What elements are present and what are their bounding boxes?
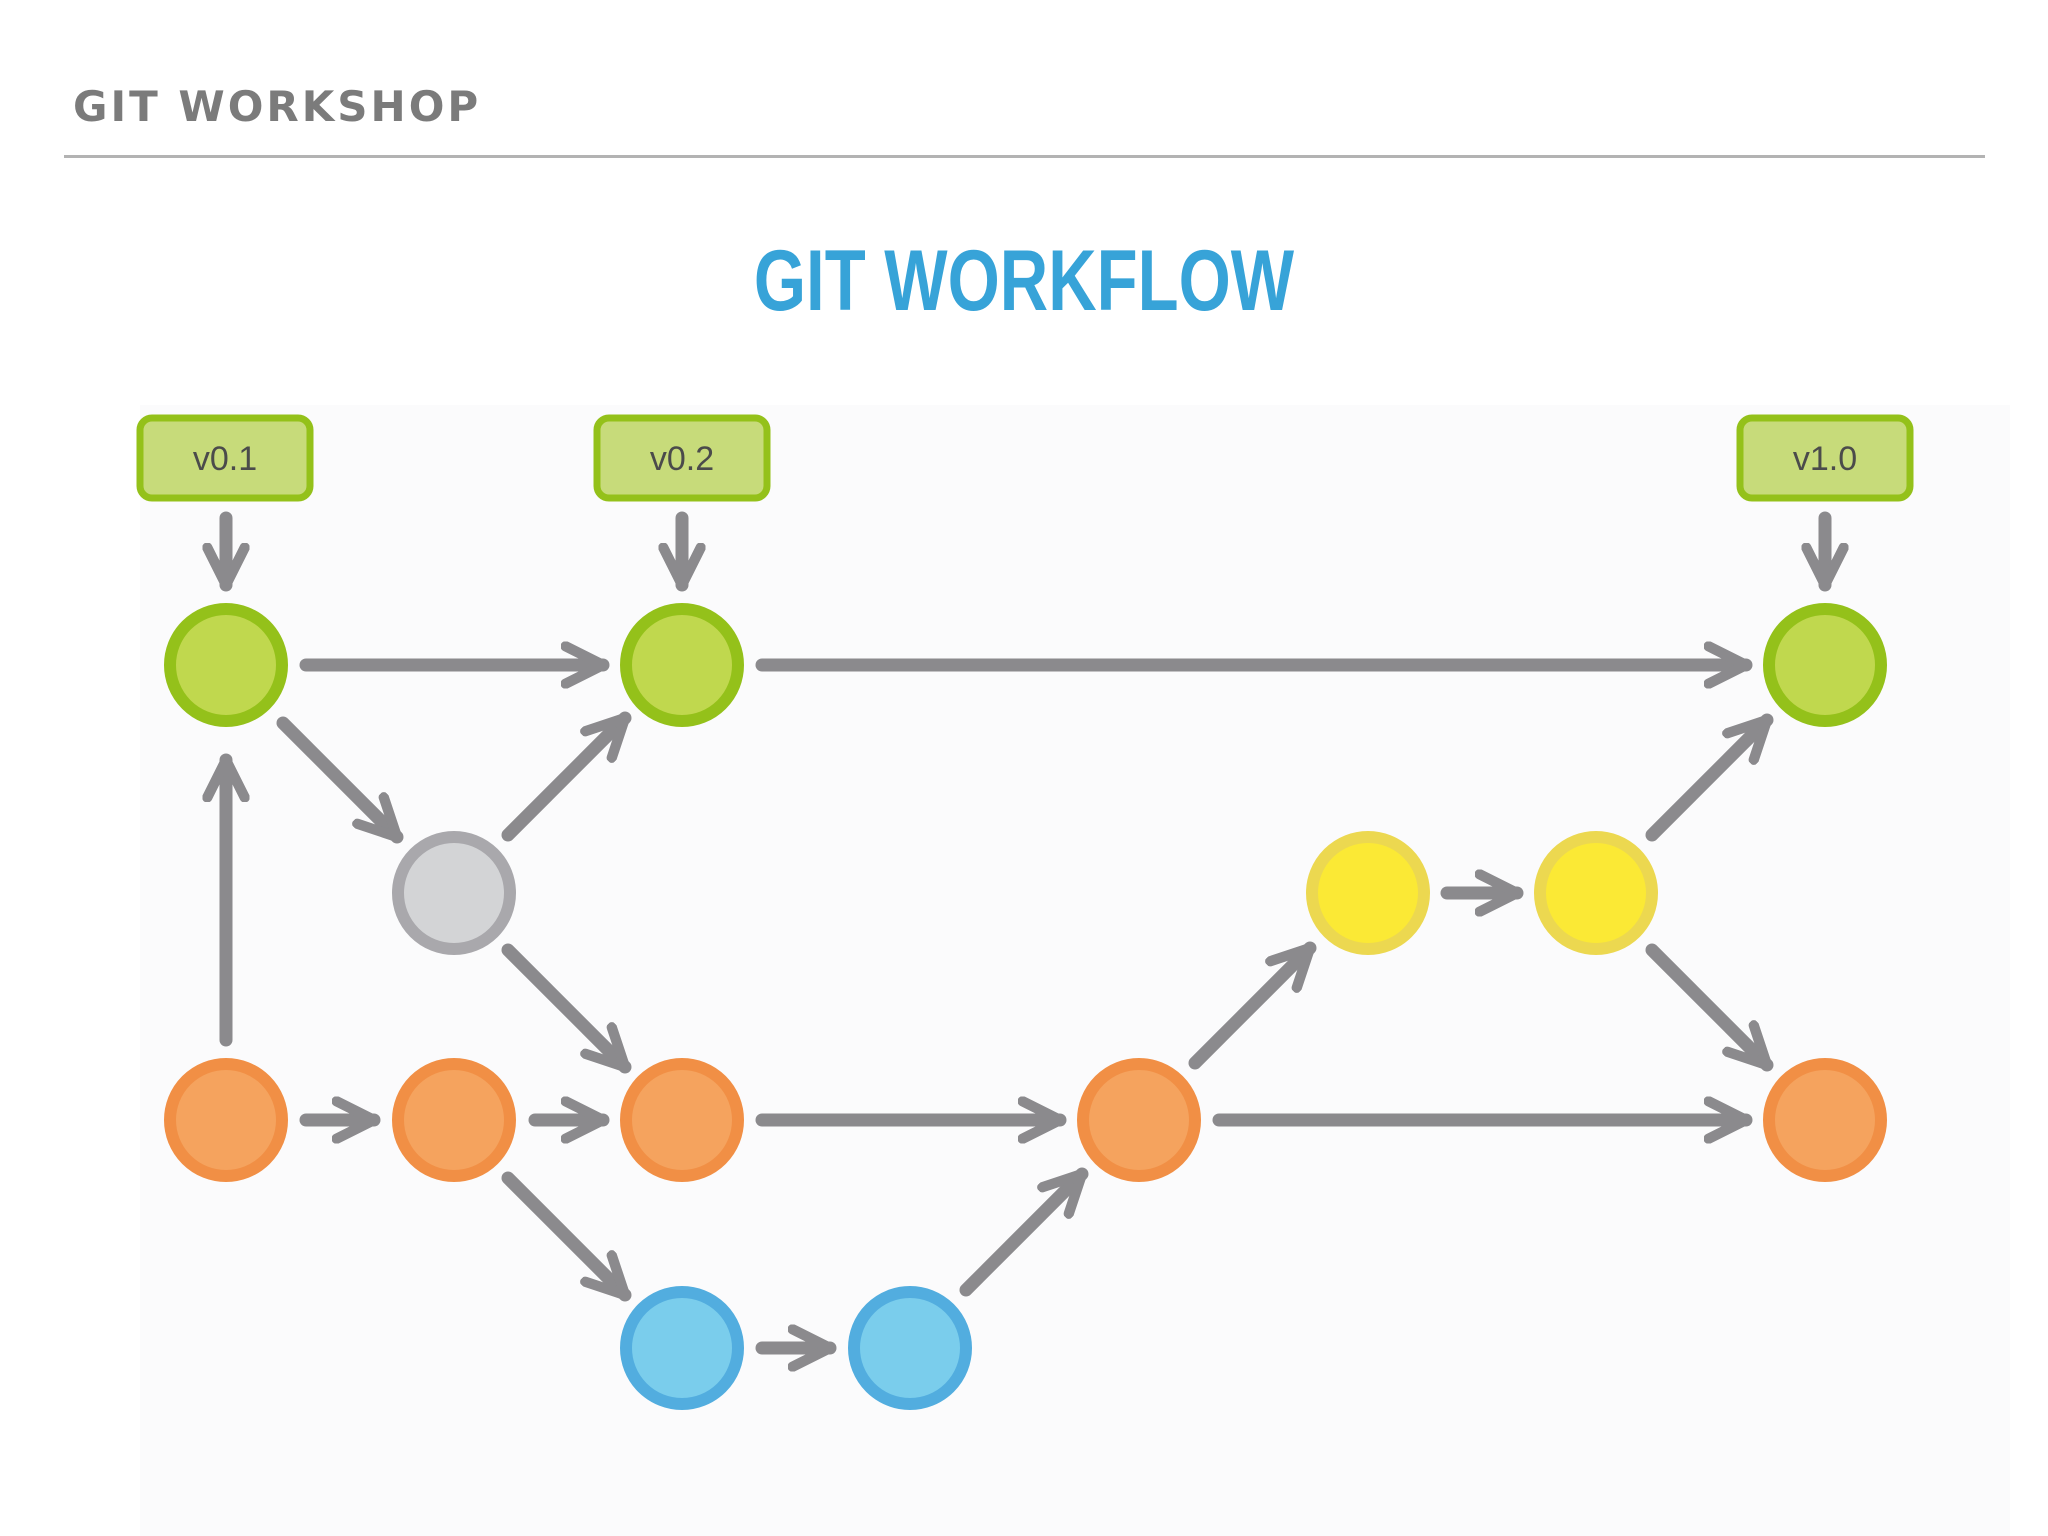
tag-v02: v0.2 [593,414,771,502]
master-commit-3 [1763,603,1887,727]
arrow-r2-m3 [1645,713,1774,842]
develop-commit-2 [392,1058,516,1182]
tag-v10: v1.0 [1736,414,1914,502]
arrow-m1-hotfix [276,716,404,844]
feature-commit-1 [620,1286,744,1410]
tag-label-v01: v0.1 [193,440,257,478]
tag-label-v02: v0.2 [650,440,714,478]
header-title: GIT WORKSHOP [73,82,482,131]
arrow-r2-d5 [1645,943,1774,1072]
arrow-hotfix-m2 [501,711,632,842]
arrow-f2-d4 [959,1167,1089,1297]
develop-commit-5 [1763,1058,1887,1182]
feature-commit-2 [848,1286,972,1410]
master-commit-1 [164,603,288,727]
arrow-d4-r1 [1188,941,1317,1070]
header-divider [64,155,1985,158]
release-commit-1 [1306,831,1430,955]
diagram-background [140,405,2010,1536]
arrow-hotfix-d3 [501,943,632,1074]
tag-label-v10: v1.0 [1793,440,1857,478]
slide-title: GIT WORKFLOW [753,233,1295,329]
develop-commit-4 [1077,1058,1201,1182]
hotfix-commit [392,831,516,955]
develop-commit-3 [620,1058,744,1182]
arrow-d2-f1 [501,1171,632,1302]
develop-commit-1 [164,1058,288,1182]
master-commit-2 [620,603,744,727]
release-commit-2 [1534,831,1658,955]
tag-v01: v0.1 [136,414,314,502]
